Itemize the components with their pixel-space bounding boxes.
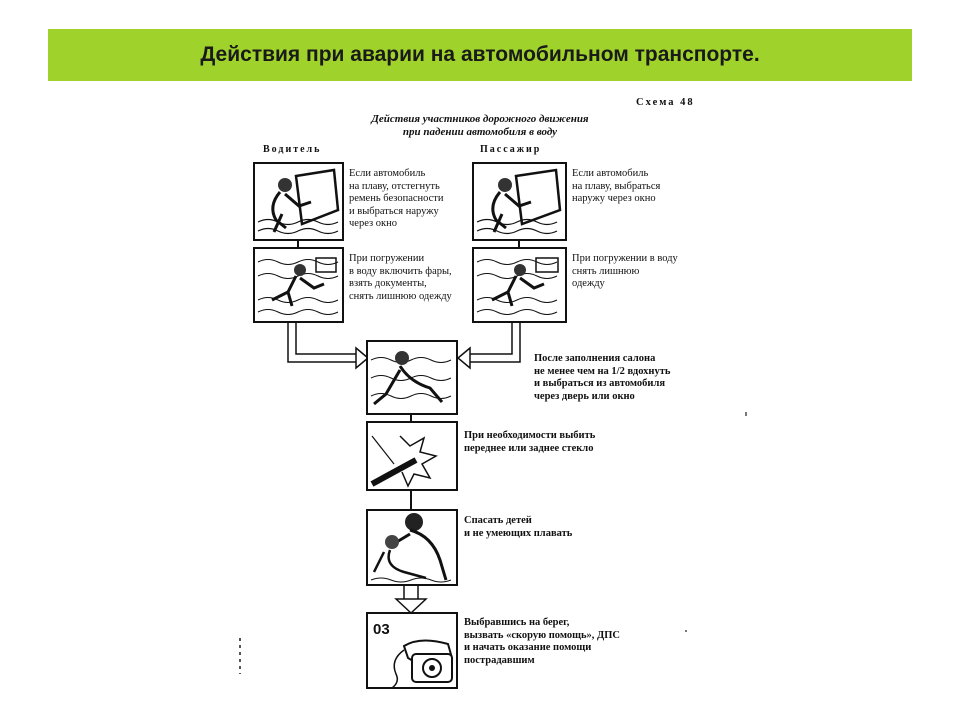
common-step-3-text: Спасать детей и не умеющих плавать <box>464 515 572 540</box>
text-line: При погружении <box>349 253 425 264</box>
scheme-label: Схема 48 <box>636 97 695 108</box>
text-line: Спасать детей <box>464 515 532 526</box>
text-line: пострадавшим <box>464 654 535 666</box>
text-line: При необходимости выбить <box>464 430 596 441</box>
common-step-1-picture <box>366 340 458 415</box>
emergency-number: 03 <box>373 621 390 638</box>
passenger-column-label: Пассажир <box>480 144 542 155</box>
driver-step-1-text: Если автомобиль на плаву, отстегнуть рем… <box>349 168 444 231</box>
scheme-heading-line: Действия участников дорожного движения <box>371 113 589 125</box>
text-line: и не умеющих плавать <box>464 527 573 539</box>
driver-step-2-text: При погружении в воду включить фары, взя… <box>349 253 452 303</box>
text-line: снять лишнюю одежду <box>349 290 452 302</box>
text-line: на плаву, отстегнуть <box>349 180 440 192</box>
driver-step-2-picture <box>253 247 344 323</box>
scheme-heading-line: при падении автомобиля в воду <box>402 125 558 138</box>
text-line: Если автомобиль <box>572 168 649 179</box>
flow-arrow-down <box>394 585 428 615</box>
passenger-step-2-text: При погружении в воду снять лишнюю одежд… <box>572 253 678 291</box>
text-line: одежду <box>572 278 605 289</box>
driver-step-1-picture <box>253 162 344 241</box>
text-line: и выбраться наружу <box>349 205 439 217</box>
text-line: в воду включить фары, <box>349 265 452 277</box>
text-line: снять лишнюю <box>572 265 640 277</box>
text-line: Если автомобиль <box>349 168 426 179</box>
text-line: на плаву, выбраться <box>572 180 661 192</box>
passenger-step-1-picture <box>472 162 567 241</box>
common-step-2-text: При необходимости выбить переднее или за… <box>464 430 595 455</box>
common-step-1-text: После заполнения салона не менее чем на … <box>534 353 670 403</box>
flow-arrow-passenger <box>456 322 521 370</box>
text-line: взять документы, <box>349 278 427 289</box>
common-step-2-picture <box>366 421 458 491</box>
text-line: После заполнения салона <box>534 353 656 364</box>
text-line: и начать оказание помощи <box>464 642 592 653</box>
common-step-3-picture <box>366 509 458 586</box>
text-line: и выбраться из автомобиля <box>534 378 666 389</box>
text-line: через окно <box>349 218 397 229</box>
text-line: вызвать «скорую помощь», ДПС <box>464 629 620 641</box>
passenger-step-2-picture <box>472 247 567 323</box>
text-line: Выбравшись на берег, <box>464 617 570 628</box>
common-step-4-text: Выбравшись на берег, вызвать «скорую пом… <box>464 617 620 667</box>
flow-arrow-driver <box>287 322 370 370</box>
scheme-heading: Действия участников дорожного движения п… <box>330 113 630 138</box>
text-line: При погружении в воду <box>572 253 678 264</box>
text-line: переднее или заднее стекло <box>464 442 594 454</box>
page-title: Действия при аварии на автомобильном тра… <box>200 43 760 66</box>
text-line: через дверь или окно <box>534 390 635 402</box>
text-line: ремень безопасности <box>349 193 444 204</box>
text-line: наружу через окно <box>572 193 656 204</box>
driver-column-label: Водитель <box>263 144 322 155</box>
passenger-step-1-text: Если автомобиль на плаву, выбраться нару… <box>572 168 660 206</box>
title-banner: Действия при аварии на автомобильном тра… <box>48 29 912 81</box>
text-line: не менее чем на 1/2 вдохнуть <box>534 365 671 377</box>
common-step-4-picture <box>366 612 458 689</box>
